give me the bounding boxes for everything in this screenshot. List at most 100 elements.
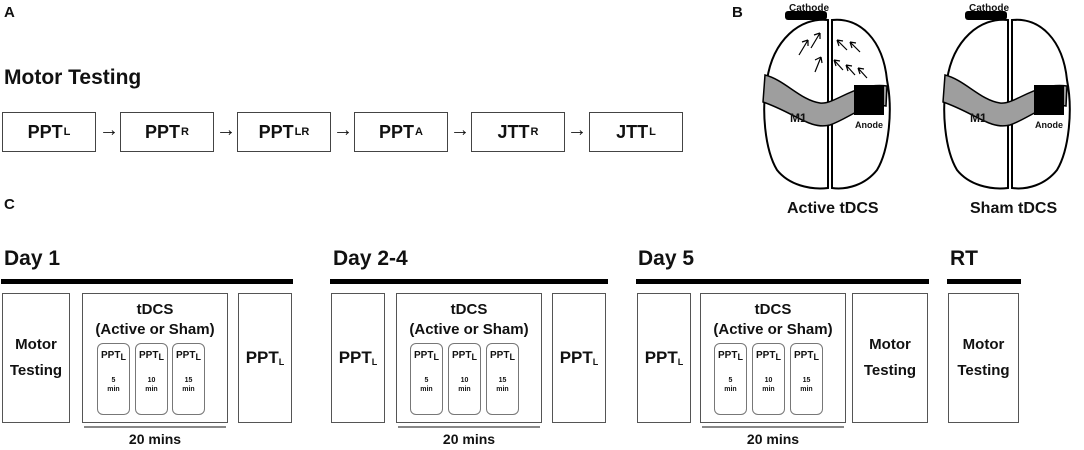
sequence-main: PPT bbox=[379, 121, 415, 142]
arrow-icon: → bbox=[216, 119, 236, 141]
m1-label: M1 bbox=[970, 111, 987, 125]
panel-c-label: C bbox=[4, 196, 15, 213]
mini-num: 5 bbox=[728, 377, 733, 384]
mini-unit: min bbox=[420, 386, 433, 393]
anode-label: Anode bbox=[1035, 120, 1063, 130]
duration-line bbox=[84, 426, 226, 428]
cathode-label: Cathode bbox=[969, 3, 1009, 14]
mini-unit: min bbox=[458, 386, 471, 393]
ppt-main: PPT bbox=[338, 348, 372, 367]
arrow-icon: → bbox=[333, 119, 353, 141]
rt-bar bbox=[947, 279, 1021, 284]
ppt-main: PPT bbox=[245, 348, 279, 367]
day-5-bar bbox=[636, 279, 929, 284]
day-1-title: Day 1 bbox=[4, 247, 61, 270]
motor-testing-line1: Motor bbox=[15, 336, 57, 353]
motor-testing-line2: Testing bbox=[957, 362, 1010, 379]
mini-sub: L bbox=[195, 352, 201, 362]
mini-sub: L bbox=[433, 352, 439, 362]
cathode-electrode-icon bbox=[965, 11, 1007, 20]
mini-main: PPT bbox=[718, 350, 738, 361]
mini-main: PPT bbox=[452, 350, 472, 361]
ppt-l-box: PPTL bbox=[238, 293, 292, 423]
motor-testing-line1: Motor bbox=[962, 336, 1005, 353]
mini-num: 15 bbox=[498, 377, 507, 384]
sham-tdcs-brain-diagram bbox=[942, 11, 1071, 190]
sequence-sub: L bbox=[63, 126, 71, 138]
mini-num: 10 bbox=[460, 377, 469, 384]
tdcs-condition: (Active or Sham) bbox=[95, 321, 215, 338]
sequence-main: PPT bbox=[145, 121, 181, 142]
duration-label: 20 mins bbox=[128, 431, 182, 447]
sequence-main: JTT bbox=[497, 121, 530, 142]
mini-unit: min bbox=[182, 386, 195, 393]
sequence-sub: R bbox=[530, 126, 539, 138]
tdcs-title: tDCS bbox=[136, 301, 174, 318]
anode-label: Anode bbox=[855, 120, 883, 130]
tdcs-condition: (Active or Sham) bbox=[409, 321, 529, 338]
m1-label: M1 bbox=[790, 111, 807, 125]
motor-testing-box: Motor Testing bbox=[948, 293, 1019, 423]
mini-main: PPT bbox=[794, 350, 814, 361]
duration-line bbox=[398, 426, 540, 428]
sequence-main: PPT bbox=[27, 121, 63, 142]
sequence-main: PPT bbox=[258, 121, 294, 142]
cathode-electrode-icon bbox=[785, 11, 827, 20]
day-2-4-title: Day 2-4 bbox=[333, 247, 408, 270]
arrow-icon: → bbox=[567, 119, 587, 141]
mini-ppt-5min: PPTL 5 min bbox=[714, 343, 747, 415]
mini-unit: min bbox=[145, 386, 158, 393]
mini-sub: L bbox=[158, 352, 164, 362]
cathode-label: Cathode bbox=[789, 3, 829, 14]
mini-ppt-10min: PPTL 10 min bbox=[448, 343, 481, 415]
motor-testing-box: Motor Testing bbox=[2, 293, 70, 423]
day-1-bar bbox=[1, 279, 293, 284]
mini-main: PPT bbox=[139, 350, 159, 361]
sequence-sub: R bbox=[181, 126, 189, 138]
mini-num: 15 bbox=[184, 377, 193, 384]
mini-num: 5 bbox=[424, 377, 429, 384]
mini-ppt-5min: PPTL 5 min bbox=[410, 343, 443, 415]
anode-electrode-icon bbox=[854, 85, 884, 115]
ppt-sub: L bbox=[592, 357, 599, 367]
mini-sub: L bbox=[509, 352, 515, 362]
mini-num: 10 bbox=[147, 377, 156, 384]
motor-testing-heading: Motor Testing bbox=[4, 66, 142, 89]
duration-line bbox=[702, 426, 844, 428]
day-2-4-bar bbox=[330, 279, 608, 284]
duration-label: 20 mins bbox=[746, 431, 800, 447]
tdcs-box: tDCS (Active or Sham) bbox=[700, 293, 846, 423]
mini-unit: min bbox=[107, 386, 120, 393]
tdcs-box: tDCS (Active or Sham) bbox=[82, 293, 228, 423]
active-tdcs-caption: Active tDCS bbox=[787, 200, 879, 217]
mini-sub: L bbox=[737, 352, 743, 362]
mini-sub: L bbox=[471, 352, 477, 362]
mini-unit: min bbox=[724, 386, 737, 393]
tdcs-title: tDCS bbox=[450, 301, 488, 318]
mini-main: PPT bbox=[756, 350, 776, 361]
tdcs-box: tDCS (Active or Sham) bbox=[396, 293, 542, 423]
mini-main: PPT bbox=[414, 350, 434, 361]
ppt-l-box: PPTL bbox=[552, 293, 606, 423]
m1-band-icon bbox=[942, 74, 1068, 127]
sequence-main: JTT bbox=[616, 121, 649, 142]
panel-b-label: B bbox=[732, 4, 743, 21]
ppt-l-box: PPTL bbox=[637, 293, 691, 423]
rt-title: RT bbox=[950, 247, 978, 270]
duration-label: 20 mins bbox=[442, 431, 496, 447]
mini-sub: L bbox=[813, 352, 819, 362]
ppt-l-box: PPTL bbox=[331, 293, 385, 423]
mini-sub: L bbox=[120, 352, 126, 362]
day-5-title: Day 5 bbox=[638, 247, 695, 270]
mini-unit: min bbox=[496, 386, 509, 393]
sequence-sub: A bbox=[415, 126, 423, 138]
mini-main: PPT bbox=[101, 350, 121, 361]
mini-unit: min bbox=[800, 386, 813, 393]
